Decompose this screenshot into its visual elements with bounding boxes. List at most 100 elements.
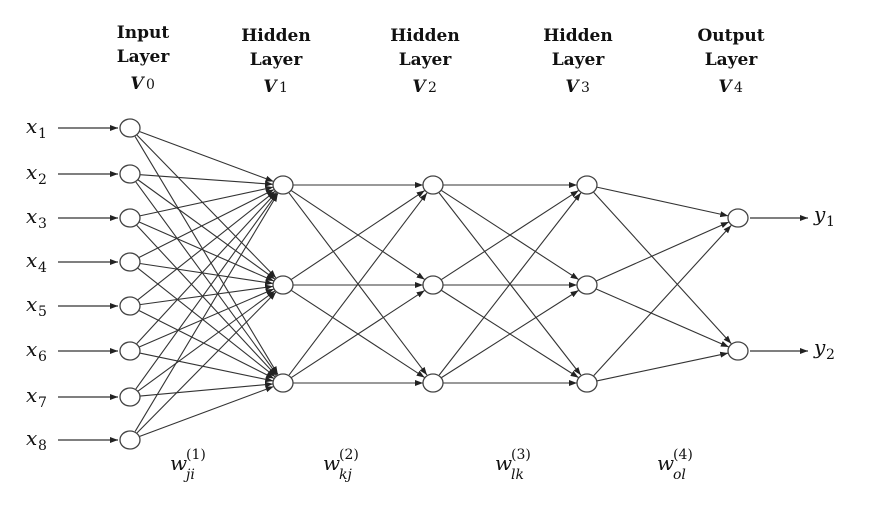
connection-edge (137, 267, 276, 378)
connection-edge (593, 192, 732, 344)
hidden-node (576, 373, 598, 393)
layer-title: Layer (705, 50, 759, 70)
connection-edge (134, 136, 279, 375)
input-index: 6 (38, 349, 47, 365)
hidden-node (576, 275, 598, 295)
weight-superscript: (2) (339, 447, 359, 463)
input-label: x (26, 204, 37, 228)
connection-edge (595, 288, 730, 348)
input-node (119, 387, 141, 407)
hidden-node (422, 175, 444, 195)
output-node (727, 341, 749, 361)
connection-edge (139, 352, 274, 383)
input-node (119, 164, 141, 184)
connection-edge (136, 134, 277, 279)
input-label: x (26, 160, 37, 184)
connection-edge (134, 193, 279, 432)
layer-symbol: V (412, 77, 427, 97)
weight-superscript: (4) (673, 447, 693, 463)
weight-symbol: w (495, 451, 512, 475)
hidden-node (422, 373, 444, 393)
input-node (119, 208, 141, 228)
connection-edge (136, 224, 277, 377)
connection-edge (139, 130, 274, 183)
connection-edge (137, 179, 276, 280)
weight-subscript: kj (339, 467, 352, 483)
weight-symbol: w (657, 451, 674, 475)
weight-symbol: w (323, 451, 340, 475)
input-index: 4 (38, 260, 47, 276)
layer-symbol: V (263, 77, 278, 97)
hidden-node (272, 275, 294, 295)
output-label: y (813, 335, 826, 359)
connection-edge (138, 310, 275, 379)
hidden-node (422, 275, 444, 295)
connection-edge (135, 181, 278, 376)
connection-edge (438, 192, 582, 376)
layer-title: Layer (552, 50, 606, 70)
connection-edge (137, 190, 276, 301)
layer-title: Layer (250, 50, 304, 70)
layer-title: Hidden (543, 26, 612, 46)
input-index: 5 (38, 304, 47, 320)
connection-edge (595, 221, 730, 282)
input-label: x (26, 114, 37, 138)
input-node (119, 118, 141, 138)
weight-subscript: ol (673, 467, 686, 483)
connection-edge (441, 189, 579, 281)
layer-symbol: V (130, 74, 145, 94)
layer-title: Layer (117, 47, 171, 67)
connection-edge (593, 225, 732, 376)
connection-edge (138, 288, 275, 348)
connection-edge (596, 351, 729, 382)
connection-edge (139, 381, 274, 397)
connection-edge (139, 262, 274, 286)
connection-edge (139, 284, 274, 306)
connection-edge (139, 174, 274, 187)
input-label: x (26, 426, 37, 450)
layer-symbol: V (565, 77, 580, 97)
hidden-node (272, 373, 294, 393)
output-index: 2 (826, 347, 835, 363)
weight-subscript: lk (511, 467, 524, 483)
connection-edge (136, 191, 277, 345)
connection-edge (138, 189, 275, 258)
input-label: x (26, 383, 37, 407)
connection-edge (139, 385, 274, 438)
input-index: 3 (38, 216, 47, 232)
layer-title: Layer (399, 50, 453, 70)
hidden-node (272, 175, 294, 195)
input-label: x (26, 248, 37, 272)
weight-superscript: (3) (511, 447, 531, 463)
output-label: y (813, 202, 826, 226)
input-node (119, 430, 141, 450)
layer-title: Hidden (390, 26, 459, 46)
output-node (727, 208, 749, 228)
weight-subscript: ji (183, 467, 195, 483)
layer-index: 1 (279, 80, 288, 96)
connection-edge (136, 291, 277, 434)
input-label: x (26, 337, 37, 361)
output-index: 1 (826, 214, 835, 230)
input-node (119, 252, 141, 272)
layer-symbol: V (718, 77, 733, 97)
layer-title: Output (697, 26, 764, 46)
connection-edge (441, 289, 579, 379)
layer-title: Input (117, 23, 170, 43)
layer-index: 0 (146, 77, 155, 93)
connection-edge (137, 290, 276, 392)
layer-title: Hidden (241, 26, 310, 46)
connection-edge (596, 186, 729, 218)
weight-symbol: w (170, 451, 187, 475)
connection-edge (138, 221, 275, 282)
input-node (119, 341, 141, 361)
weight-superscript: (1) (186, 447, 206, 463)
hidden-node (576, 175, 598, 195)
connection-edge (288, 192, 428, 376)
input-index: 2 (38, 172, 47, 188)
connection-edge (139, 185, 274, 217)
input-index: 8 (38, 438, 47, 454)
input-label: x (26, 292, 37, 316)
